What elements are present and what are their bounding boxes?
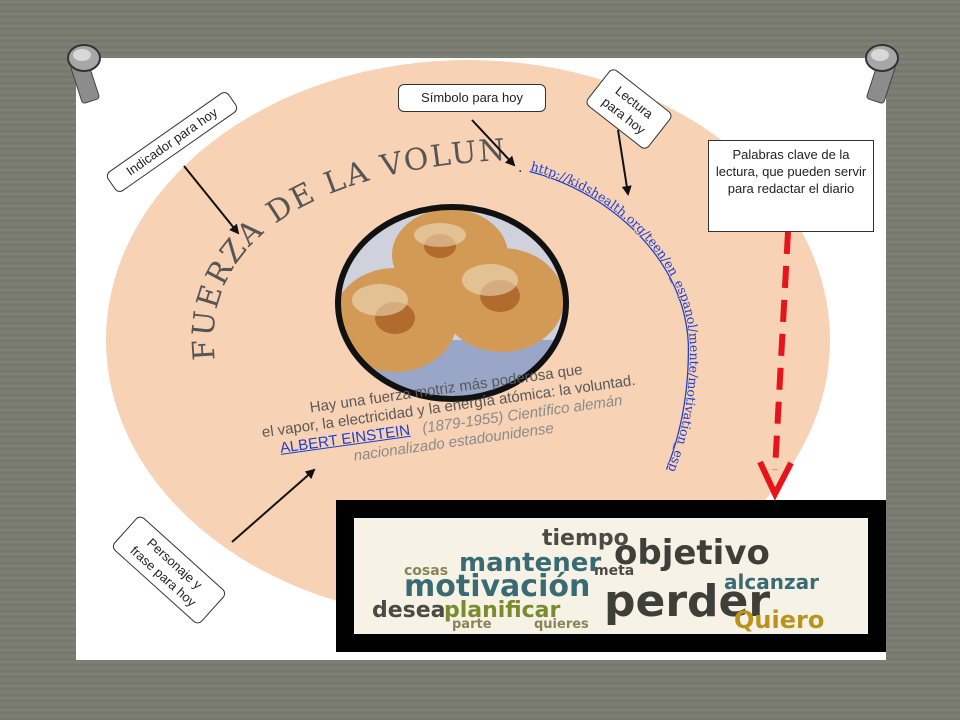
pushpin-left-icon bbox=[67, 44, 101, 104]
indicator-arrow bbox=[183, 165, 240, 235]
wc-word-motivacion: motivación bbox=[404, 569, 591, 604]
wc-word-alcanzar: alcanzar bbox=[724, 570, 819, 594]
word-cloud-canvas: tiempo objetivo cosas mantener meta moti… bbox=[354, 518, 868, 634]
reading-arrow bbox=[617, 129, 632, 196]
wc-word-objetivo: objetivo bbox=[614, 533, 770, 573]
wc-word-desea: desea bbox=[372, 598, 446, 623]
character-arrow bbox=[231, 468, 316, 543]
word-cloud-image: tiempo objetivo cosas mantener meta moti… bbox=[336, 500, 886, 652]
callout-simbolo: Símbolo para hoy bbox=[398, 84, 546, 112]
pushpin-right-icon bbox=[865, 44, 899, 104]
wc-word-parte: parte bbox=[452, 617, 492, 632]
url-dot: . bbox=[518, 160, 522, 176]
wc-word-meta: meta bbox=[594, 563, 635, 579]
keywords-arrowhead bbox=[757, 460, 794, 501]
callout-simbolo-text: Símbolo para hoy bbox=[421, 90, 523, 105]
wc-word-mantener: mantener bbox=[459, 548, 602, 578]
symbol-arrow bbox=[471, 119, 516, 167]
wc-word-tiempo: tiempo bbox=[542, 526, 629, 551]
keywords-callout: Palabras clave de la lectura, que pueden… bbox=[708, 140, 874, 232]
wc-word-quieres: quieres bbox=[534, 617, 589, 632]
donut-image bbox=[338, 207, 566, 399]
wc-word-perder: perder bbox=[604, 576, 771, 627]
wc-word-planificar: planificar bbox=[444, 598, 561, 623]
keywords-dashed-arrow bbox=[772, 231, 791, 471]
wc-word-quiero: Quiero bbox=[734, 606, 825, 634]
keywords-callout-text: Palabras clave de la lectura, que pueden… bbox=[715, 147, 867, 196]
wc-word-cosas: cosas bbox=[404, 563, 449, 579]
